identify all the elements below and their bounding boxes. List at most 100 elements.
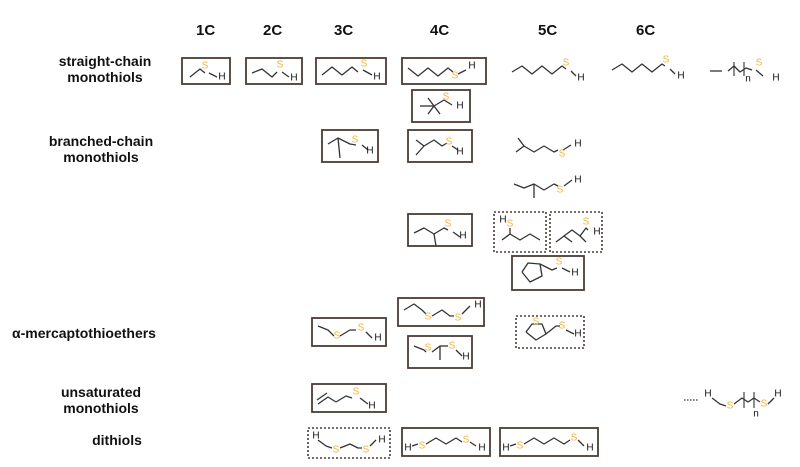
bond-line bbox=[515, 137, 525, 153]
bond-line bbox=[361, 144, 369, 151]
bond-line bbox=[339, 329, 356, 337]
bond-line bbox=[562, 144, 572, 151]
methanethiol: SH bbox=[181, 57, 231, 85]
bond-line bbox=[509, 443, 517, 447]
bond-line bbox=[321, 66, 359, 76]
bond-line bbox=[767, 397, 775, 405]
bond-line bbox=[425, 437, 463, 445]
3-methyl-2-butanethiol: SH bbox=[549, 211, 603, 253]
bond-line bbox=[521, 262, 543, 283]
sulfur-atom: S bbox=[425, 343, 432, 354]
bond-line bbox=[317, 439, 333, 449]
dotted-border-box bbox=[549, 211, 603, 253]
bond-line bbox=[711, 397, 727, 407]
bond-line bbox=[733, 397, 761, 405]
hydrogen-atom: H bbox=[499, 215, 506, 226]
hydrogen-atom: H bbox=[456, 147, 463, 158]
solid-border-box bbox=[311, 383, 387, 413]
repeat-atom: n bbox=[753, 409, 759, 420]
bond-line bbox=[727, 65, 753, 73]
bond-line bbox=[539, 263, 558, 271]
hydrogen-atom: H bbox=[574, 139, 581, 150]
hydrogen-atom: H bbox=[468, 61, 475, 72]
row-label-dithiols: dithiols bbox=[92, 432, 142, 448]
bond-line bbox=[327, 137, 341, 159]
2-propanethiol: SH bbox=[321, 129, 379, 163]
sulfur-atom: S bbox=[761, 399, 768, 410]
bond-line bbox=[563, 229, 587, 243]
sulfur-atom: S bbox=[727, 401, 734, 412]
hydrogen-atom: H bbox=[574, 175, 581, 186]
bond-line bbox=[555, 235, 573, 243]
bond-line bbox=[433, 227, 449, 235]
sulfur-atom: S bbox=[559, 321, 566, 332]
2-methyl-1-propanethiol: SH bbox=[407, 129, 473, 163]
bond-line bbox=[513, 183, 535, 198]
bond-line bbox=[427, 99, 453, 115]
sulfur-atom: S bbox=[663, 55, 670, 66]
repeat-bracket bbox=[733, 62, 745, 76]
sulfur-atom: S bbox=[559, 149, 566, 160]
row-label-unsaturated-line1: unsaturated bbox=[60, 384, 142, 400]
solid-border-box bbox=[401, 427, 491, 457]
repeat-atom: n bbox=[745, 74, 751, 85]
sulfur-atom: S bbox=[358, 323, 365, 334]
solid-border-box bbox=[411, 89, 471, 123]
dotted-border-box bbox=[515, 315, 585, 349]
2-methyl-1-butanethiol: SH bbox=[513, 175, 582, 198]
bond-line bbox=[509, 233, 541, 241]
row-label-unsaturated: unsaturated monothiols bbox=[36, 384, 166, 416]
sulfur-atom: S bbox=[445, 219, 452, 230]
bond-line bbox=[611, 63, 666, 73]
sulfur-atom: S bbox=[363, 445, 370, 456]
bond-line bbox=[369, 439, 377, 447]
bond-line bbox=[511, 65, 567, 75]
sulfur-atom: S bbox=[756, 58, 763, 69]
bond-line bbox=[362, 69, 373, 76]
sulfur-atom: S bbox=[563, 58, 570, 69]
hydrogen-atom: H bbox=[478, 443, 485, 454]
hydrogen-atom: H bbox=[462, 352, 469, 363]
bond-line bbox=[577, 439, 585, 447]
row-label-branched-chain: branched-chain monothiols bbox=[36, 133, 166, 165]
solid-border-box bbox=[181, 57, 231, 85]
cyclopentanethiol: SH bbox=[511, 255, 585, 291]
bond-line bbox=[755, 69, 764, 77]
2-butanethiol: SH bbox=[407, 213, 473, 247]
dotted-border-box bbox=[493, 211, 547, 253]
hydrogen-atom: H bbox=[459, 231, 466, 242]
sulfur-atom: S bbox=[443, 92, 450, 103]
hydrogen-atom: H bbox=[677, 71, 684, 82]
sulfur-atom: S bbox=[333, 445, 340, 456]
bond-line bbox=[451, 145, 459, 151]
hexanethiol: SH bbox=[611, 55, 685, 82]
solid-border-box bbox=[511, 255, 585, 291]
bond-line bbox=[411, 443, 419, 447]
bond-line bbox=[563, 179, 573, 187]
row-label-branched-chain-line2: monothiols bbox=[63, 149, 139, 165]
bond-line bbox=[413, 227, 437, 247]
sulfur-atom: S bbox=[277, 60, 284, 71]
row-label-straight-chain-line2: monothiols bbox=[67, 69, 143, 85]
sulfur-atom: S bbox=[449, 341, 456, 352]
bond-line bbox=[335, 395, 353, 403]
ethanethiol: SH bbox=[245, 57, 303, 85]
hydrogen-atom: H bbox=[474, 300, 481, 311]
bond-line bbox=[403, 303, 427, 315]
hydrogen-atom: H bbox=[290, 73, 297, 84]
hydrogen-atom: H bbox=[374, 333, 381, 344]
sulfur-atom: S bbox=[202, 61, 209, 72]
hydrogen-atom: H bbox=[218, 72, 225, 83]
bond-line bbox=[337, 137, 357, 146]
bond-line bbox=[423, 139, 448, 147]
butanethiol: SH bbox=[401, 57, 487, 85]
solid-border-box bbox=[407, 129, 473, 163]
hydrogen-atom: H bbox=[378, 435, 385, 446]
sulfur-atom: S bbox=[352, 135, 359, 146]
bond-line bbox=[281, 71, 290, 78]
sulfur-atom: S bbox=[463, 435, 470, 446]
row-label-branched-chain-line1: branched-chain bbox=[48, 133, 154, 149]
